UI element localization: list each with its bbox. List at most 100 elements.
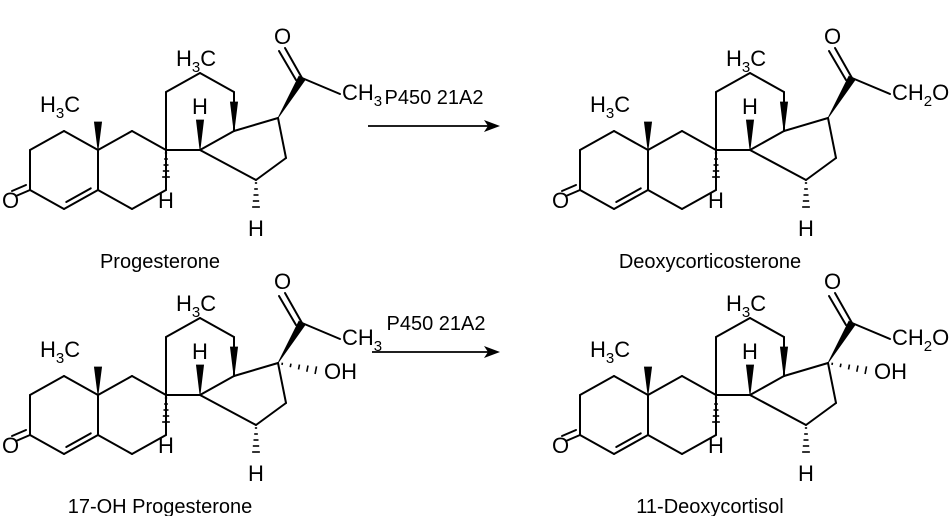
bond [681, 375, 717, 396]
bond [63, 434, 99, 455]
bond [613, 434, 649, 455]
methyl-wedge [93, 121, 103, 151]
hydrogen-wedge [195, 119, 205, 151]
bond [131, 434, 167, 455]
product-molecule: OH3CH3CHHHOCH2OHOH11-Deoxycortisol [552, 269, 950, 516]
oxygen-atom: O [2, 188, 19, 213]
hydrogen-atom: H [248, 461, 264, 486]
carbonyl-double-bond [561, 184, 577, 192]
bond [827, 362, 837, 404]
hydrogen-atom: H [798, 461, 814, 486]
bond [199, 72, 235, 93]
hydrogen-atom: H [708, 433, 724, 458]
oxygen-atom: O [824, 269, 841, 294]
bond [29, 434, 65, 455]
hydroxyl-hash-dash [856, 365, 859, 372]
carbonyl-double-bond [828, 295, 847, 326]
hydroxyl-hash-dash [297, 364, 301, 370]
molecule-name: 11-Deoxycortisol [636, 496, 783, 516]
bond [783, 362, 829, 377]
bond [255, 402, 287, 426]
oxygen-atom: O [274, 24, 291, 49]
hydrogen-wedge [745, 119, 755, 151]
bond [15, 189, 31, 197]
bond [851, 322, 891, 340]
bond [199, 317, 235, 338]
methyl-label: H3C [726, 291, 766, 321]
hydrogen-hash [252, 427, 260, 453]
carbonyl-double-bond [11, 184, 27, 192]
arrowhead [484, 120, 500, 132]
bond [681, 434, 717, 455]
oxygen-atom: O [824, 24, 841, 49]
hydrogen-wedge [195, 364, 205, 396]
bond [805, 402, 837, 426]
methyl-label: H3C [726, 46, 766, 76]
bond [851, 77, 891, 95]
methyl-wedge [779, 101, 789, 132]
molecule-name: Deoxycorticosterone [619, 251, 801, 273]
hydrogen-atom: H [192, 94, 208, 119]
methyl-label: H3C [590, 337, 630, 367]
hydrogen-hash [252, 182, 260, 208]
hydroxyl-hash [281, 362, 318, 375]
methyl-wedge [93, 366, 103, 396]
side-chain-wedge [277, 320, 306, 364]
bond [131, 375, 167, 396]
methyl-wedge [779, 346, 789, 377]
bond [613, 189, 649, 210]
bond [29, 189, 65, 210]
bond [29, 375, 65, 396]
carbonyl-double-bond [11, 429, 27, 437]
hydroxyl-hash-dash [839, 363, 842, 368]
carbonyl-double-bond [561, 429, 577, 437]
hydroxyl-hash-dash [864, 366, 868, 375]
bond [233, 362, 279, 377]
bond [277, 362, 287, 404]
bond [579, 130, 615, 151]
hydroxyl-hash-dash [306, 365, 309, 372]
methyl-label: H3C [176, 46, 216, 76]
bond [131, 189, 167, 210]
enzyme-label: P450 21A2 [385, 87, 484, 109]
bond [565, 189, 581, 197]
enzyme-label: P450 21A2 [387, 313, 486, 335]
bond [63, 130, 99, 151]
bond [301, 77, 341, 95]
bond [277, 117, 287, 159]
methyl-label: H3C [590, 92, 630, 122]
molecules-layer: OH3CH3CHHHOCH3ProgesteroneOH3CH3CHHHOCH2… [2, 24, 950, 516]
bond [749, 317, 785, 338]
carbonyl-double-bond [828, 50, 847, 81]
bond [165, 72, 201, 93]
bond [97, 130, 133, 151]
oxygen-atom: O [274, 269, 291, 294]
bond [301, 322, 341, 340]
bond [199, 130, 235, 151]
carbonyl-bond [834, 47, 853, 79]
bond [131, 130, 167, 151]
carbonyl-bond [284, 47, 303, 79]
double-bond-inner [65, 187, 92, 204]
bond [29, 130, 65, 151]
hydroxyl-label: OH [874, 359, 907, 384]
bond [749, 149, 807, 181]
double-bond-inner [65, 432, 92, 449]
methyl-wedge [229, 101, 239, 132]
carbonyl-double-bond [278, 50, 297, 81]
hydrogen-hash [712, 152, 720, 178]
bond [97, 375, 133, 396]
bond [715, 317, 751, 338]
oxygen-atom: O [2, 433, 19, 458]
methyl-label: CH3 [342, 325, 382, 355]
bond [579, 189, 615, 210]
methyl-wedge [229, 346, 239, 377]
bond [783, 117, 829, 132]
hydroxyl-hash-dash [314, 366, 318, 375]
double-bond-inner [615, 187, 642, 204]
hydrogen-hash [162, 152, 170, 178]
side-chain-wedge [827, 75, 856, 119]
